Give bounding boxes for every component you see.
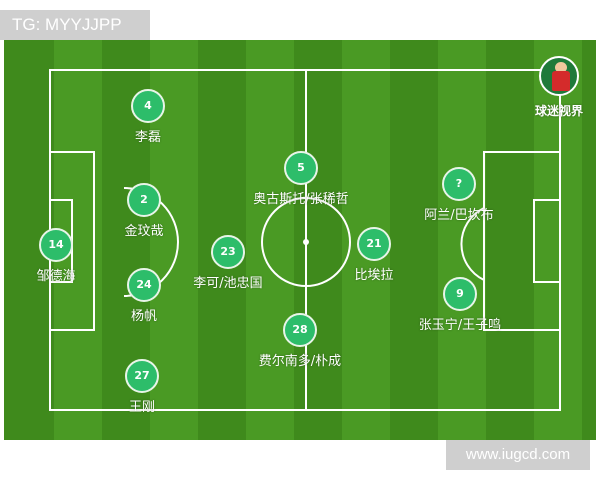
player-name: 费尔南多/朴成 [258, 354, 342, 369]
tg-channel-tag: TG: MYYJJPP [0, 10, 150, 40]
right-penalty-box [483, 151, 561, 331]
pitch-markings [49, 69, 561, 411]
player-name: 奥古斯托/张稀哲 [253, 192, 349, 207]
player-number-badge[interactable]: 28 [283, 313, 317, 347]
right-goal-box [533, 199, 561, 283]
player-number-badge[interactable]: 21 [357, 227, 391, 261]
player-name: 阿兰/巴坎布 [424, 208, 494, 223]
player-number-badge[interactable]: 4 [131, 89, 165, 123]
player-number-badge[interactable]: 5 [284, 151, 318, 185]
player-name: 邹德海 [36, 269, 76, 284]
website-watermark: www.iugcd.com [446, 440, 590, 470]
player-number-badge[interactable]: 14 [39, 228, 73, 262]
brand-badge: 球迷视界 [524, 56, 594, 119]
player-number-badge[interactable]: 23 [211, 235, 245, 269]
footballer-mascot-icon [539, 56, 579, 96]
right-penalty-arc [460, 207, 485, 281]
player-number-badge[interactable]: ? [442, 167, 476, 201]
center-spot [303, 239, 309, 245]
player-number-badge[interactable]: 27 [125, 359, 159, 393]
player-name: 王刚 [128, 400, 155, 415]
player-number-badge[interactable]: 2 [127, 183, 161, 217]
player-number-badge[interactable]: 9 [443, 277, 477, 311]
pitch-stripe [246, 40, 294, 440]
player-name: 张玉宁/王子鸣 [418, 318, 502, 333]
center-circle [261, 197, 351, 287]
player-name: 比埃拉 [354, 268, 394, 283]
player-number-badge[interactable]: 24 [127, 268, 161, 302]
brand-name: 球迷视界 [534, 104, 583, 118]
player-name: 杨帆 [130, 309, 157, 324]
football-pitch: 4 李磊 2 金玟哉 14 邹德海 24 杨帆 27 王刚 23 李可/池忠国 … [4, 40, 596, 440]
player-name: 李可/池忠国 [193, 276, 263, 291]
player-name: 金玟哉 [124, 224, 164, 239]
pitch-stripe [534, 40, 582, 440]
player-name: 李磊 [134, 130, 161, 145]
